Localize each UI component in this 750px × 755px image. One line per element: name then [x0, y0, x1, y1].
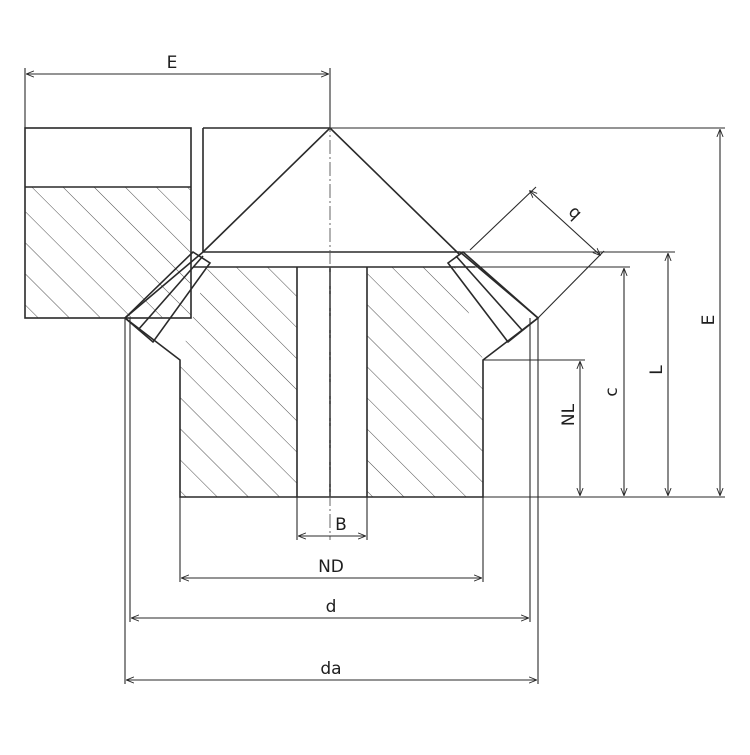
mating-gear-hatch — [25, 187, 191, 318]
mating-gear — [24, 127, 192, 319]
tooth-left — [123, 250, 212, 344]
label-ND: ND — [318, 557, 344, 577]
label-B: B — [335, 515, 347, 535]
pitch-cone-lines — [202, 126, 461, 256]
extension-lines — [24, 68, 725, 684]
label-L: L — [647, 365, 667, 375]
label-E-top: E — [167, 53, 178, 73]
tooth-left-mid — [137, 255, 204, 331]
pitch-cone — [202, 126, 461, 256]
tooth-right — [446, 250, 540, 344]
label-E-right: E — [699, 315, 719, 326]
dimension-lines — [27, 74, 720, 680]
dim-b — [530, 191, 600, 255]
hatch-left — [180, 267, 297, 497]
label-NL: NL — [559, 403, 579, 426]
label-c: c — [602, 387, 622, 396]
tooth-right-mid — [455, 255, 523, 331]
label-da: da — [320, 659, 341, 679]
dimension-labels: E E L c NL b B ND d da — [167, 53, 719, 679]
hatch-right — [367, 267, 483, 497]
label-d: d — [326, 597, 337, 617]
label-b: b — [564, 203, 586, 225]
